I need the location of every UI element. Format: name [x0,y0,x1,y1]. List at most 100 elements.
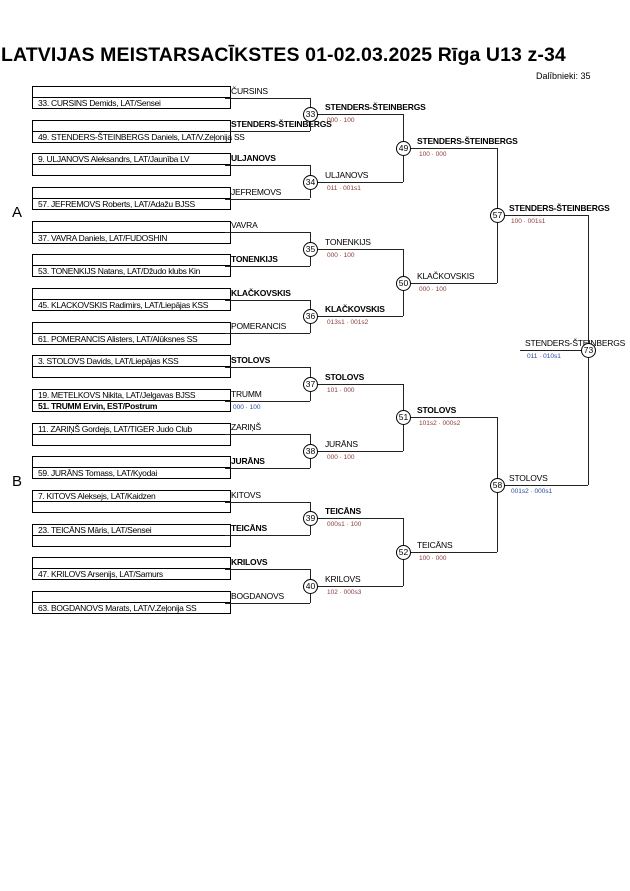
competitor-label[interactable]: TONENKIJS [231,253,278,264]
match-score: 013s1 · 001s2 [327,319,369,327]
match-number[interactable]: 57 [490,208,505,224]
match-score: 011 · 001s1 [327,184,361,192]
bracket-line [409,417,497,419]
bracket-line [225,265,310,267]
match-number[interactable]: 37 [303,376,318,392]
match-number[interactable]: 36 [303,309,318,325]
competitor-label[interactable]: TRUMM [231,388,262,399]
match-number[interactable]: 35 [303,242,318,257]
match-score: 100 · 000 [419,555,447,563]
match-number[interactable]: 52 [396,545,411,561]
draw-row-bottom[interactable] [32,164,231,177]
competitor-label[interactable]: KLAČKOVSKIS [417,270,475,281]
match-number[interactable]: 39 [303,511,318,527]
match-number[interactable]: 73 [581,343,596,359]
competitor-label[interactable]: JEFREMOVS [231,186,282,197]
pool-b-label: B [12,473,23,490]
match-number[interactable]: 33 [303,107,318,123]
match-number[interactable]: 38 [303,444,318,460]
competitor-label[interactable]: JURĀNS [231,455,265,466]
match-score: 100 · 000 [419,151,447,158]
match-score: 101s2 · 000s2 [419,420,461,428]
bracket-line [316,181,403,183]
match-number[interactable]: 58 [490,477,505,493]
draw-row-bottom[interactable]: 59. JURĀNS Tomass, LAT/Kyodai [32,467,231,480]
match-number[interactable]: 49 [396,141,411,156]
final-line [520,350,582,352]
match-score: 000 · 100 [419,285,447,293]
draw-row-bottom[interactable] [32,366,231,379]
draw-row-bottom[interactable] [32,433,231,446]
bracket-line [316,114,403,116]
bracket-line [225,568,310,570]
match-number[interactable]: 51 [396,410,411,426]
final-score: 011 · 010s1 [527,353,561,361]
draw-row-bottom[interactable]: 61. POMERANCIS Alisters, LAT/Alūksnes SS [32,332,231,345]
draw-row-bottom[interactable]: 49. STENDERS-ŠTEINBERGS Daniels, LAT/V.Z… [32,130,245,143]
match-score: 000 · 100 [327,117,355,125]
competitor-label[interactable]: TEICĀNS [231,523,267,534]
draw-row-bottom[interactable] [32,501,231,514]
match-score: 001s2 · 000s1 [511,487,553,495]
bracket-line [409,148,497,149]
bracket-line [316,585,403,587]
draw-row-bottom[interactable]: 57. JEFREMOVS Roberts, LAT/Adažu BJSS [32,198,231,210]
bracket-line [225,535,310,537]
competitor-label[interactable]: TONENKIJS [325,237,371,247]
draw-row-bottom[interactable] [32,534,231,547]
draw-row-bottom[interactable]: 47. KRILOVS Arsenijs, LAT/Samurs [32,568,231,581]
draw-row-bottom[interactable]: 51. TRUMM Ervin, EST/Postrum [32,400,231,413]
competitor-label[interactable]: ULJANOVS [231,152,276,163]
participants-count: Dalībnieki: 35 [536,71,591,81]
bracket-line [225,602,310,604]
match-number[interactable]: 34 [303,174,318,190]
match-score: 102 · 000s3 [327,588,362,596]
match-number[interactable]: 50 [396,275,411,291]
competitor-label[interactable]: STENDERS-ŠTEINBERGS [325,102,426,113]
draw-row-bottom[interactable]: 45. KLACKOVSKIS Radimirs, LAT/Liepājas K… [32,299,231,312]
draw-row-bottom[interactable]: 53. TONENKIJS Natans, LAT/Džudo klubs Ki… [32,265,231,278]
competitor-label[interactable]: KRILOVS [231,556,268,567]
match-score: 000 · 100 [233,403,261,411]
competitor-label[interactable]: KLAČKOVSKIS [325,304,385,315]
competitor-label[interactable]: STOLOVS [509,472,548,483]
bracket-line [225,366,310,368]
competitor-label[interactable]: BOGDANOVS [231,590,284,601]
bracket-line [225,434,310,436]
bracket-line [316,518,403,520]
competitor-label[interactable]: ZARIŅŠ [231,422,261,433]
competitor-label[interactable]: POMERANCIS [231,321,287,332]
bracket-line [409,282,497,284]
competitor-label[interactable]: STENDERS-ŠTEINBERGS [417,136,518,146]
competitor-label[interactable]: KRILOVS [325,573,361,584]
draw-row-bottom[interactable]: 63. BOGDANOVS Marats, LAT/V.Zeļonija SS [32,602,231,615]
bracket-line [225,400,310,402]
draw-row-bottom[interactable]: 33. CURSINS Demids, LAT/Sensei [32,97,231,109]
competitor-label[interactable]: ČURSINS [231,85,268,96]
bracket-line [225,333,310,335]
match-score: 000 · 100 [327,454,355,462]
competitor-label[interactable]: JURĀNS [325,439,358,450]
competitor-label[interactable]: STOLOVS [325,371,365,382]
winner-label: STENDERS-ŠTEINBERGS [525,338,626,349]
bracket-line [225,501,310,503]
competitor-label[interactable]: STENDERS-ŠTEINBERGS [231,119,332,130]
competitor-label[interactable]: VAVRA [231,220,258,231]
competitor-label[interactable]: ULJANOVS [325,169,369,180]
match-score: 000s1 · 100 [327,521,362,529]
draw-row-bottom[interactable]: 37. VAVRA Daniels, LAT/FUDOSHIN [32,231,231,244]
competitor-label[interactable]: STOLOVS [231,354,271,365]
competitor-label[interactable]: TEICĀNS [417,540,453,551]
bracket-line [225,198,310,200]
bracket-line [316,316,403,318]
bracket-line [409,552,497,554]
competitor-label[interactable]: KITOVS [231,489,261,500]
competitor-label[interactable]: STENDERS-ŠTEINBERGS [509,203,610,214]
competitor-label[interactable]: KLAČKOVSKIS [231,287,291,298]
match-score: 000 · 100 [327,252,355,259]
competitor-label[interactable]: TEICĀNS [325,506,361,517]
competitor-label[interactable]: STOLOVS [417,405,457,416]
bracket-line [225,467,310,469]
match-number[interactable]: 40 [303,578,318,594]
